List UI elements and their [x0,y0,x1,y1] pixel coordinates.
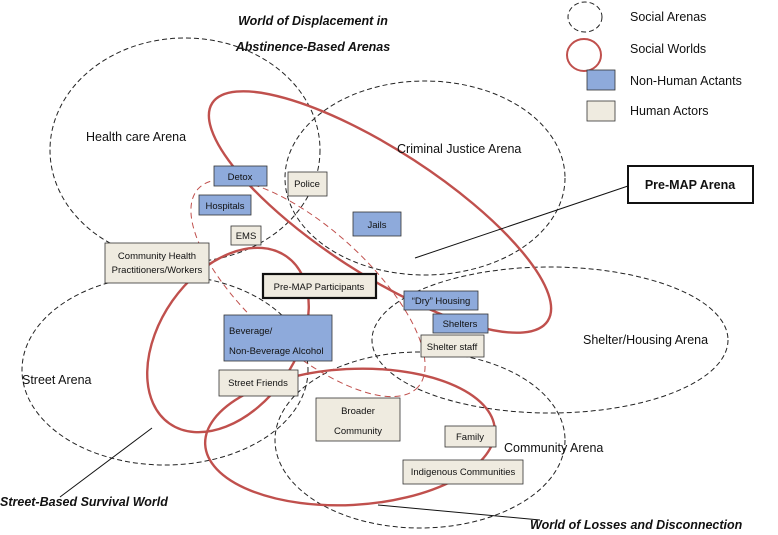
dry-housing-box [403,290,479,311]
family-label: Family [456,432,484,443]
detox-box [213,165,268,187]
legend-actor-swatch [586,100,616,122]
detox-label: Detox [228,172,253,183]
human-actors [104,100,616,485]
hospitals-label: Hospitals [205,201,244,212]
broader-community-label-line1: Broader [341,406,375,417]
shelter-staff-box [420,334,485,358]
street-arena [21,274,309,466]
legend-human-actors: Human Actors [630,104,709,118]
jails-label: Jails [367,220,386,231]
displacement-world-title-line1: World of Displacement in [238,14,388,28]
beverage-label-line1: Beverage/ [229,326,273,337]
community-arena [274,351,566,529]
street-friends-box [218,369,299,397]
criminal-justice-arena-label: Criminal Justice Arena [397,142,521,156]
shelters-label: Shelters [443,319,478,330]
broader-community-label-line2: Community [334,426,382,437]
street-survival-world-title: Street-Based Survival World [0,495,168,509]
police-box [287,171,328,197]
chw-box [104,242,210,284]
dry-housing-label: “Dry” Housing [412,296,471,307]
community-arena-label: Community Arena [504,441,603,455]
jails-box [352,211,402,237]
displacement-world-title-line2: Abstinence-Based Arenas [235,40,390,54]
shelter-housing-arena-label: Shelter/Housing Arena [583,333,708,347]
beverage-box [223,314,333,362]
street-arena-label: Street Arena [22,373,92,387]
chw-label-line1: Community Health [118,251,196,262]
health-care-arena [49,37,321,263]
box-labels: Detox Hospitals Jails “Dry” Housing Shel… [112,172,516,478]
ems-label: EMS [236,231,257,242]
participants-box [261,272,378,300]
legend-actant-swatch [586,69,616,91]
street-friends-label: Street Friends [228,378,288,389]
displacement-world [207,90,553,334]
legend-world-swatch [566,38,602,72]
participants-label: Pre-MAP Participants [274,282,365,293]
connector-lines [59,185,629,521]
shelter-staff-label: Shelter staff [427,342,478,353]
criminal-justice-arena [284,80,566,276]
broader-community-box [315,397,401,442]
beverage-label-line2: Non-Beverage Alcohol [229,346,324,357]
police-label: Police [294,179,320,190]
indigenous-box [402,459,524,485]
legend-arena-swatch [567,1,603,33]
shelters-box [432,313,489,334]
losses-world-title: World of Losses and Disconnection [530,518,743,532]
legend-non-human-actants: Non-Human Actants [630,74,742,88]
family-box [444,425,497,448]
legend-social-worlds: Social Worlds [630,42,706,56]
chw-label-line2: Practitioners/Workers [112,265,203,276]
indigenous-label: Indigenous Communities [411,467,516,478]
legend-social-arenas: Social Arenas [630,10,706,24]
hospitals-box [198,194,252,216]
pre-map-arena-box [627,165,754,204]
ems-box [230,225,262,246]
health-care-arena-label: Health care Arena [86,130,186,144]
non-human-actants [198,69,616,362]
pre-map-arena-label: Pre-MAP Arena [645,178,736,192]
shelter-housing-arena [371,266,729,414]
